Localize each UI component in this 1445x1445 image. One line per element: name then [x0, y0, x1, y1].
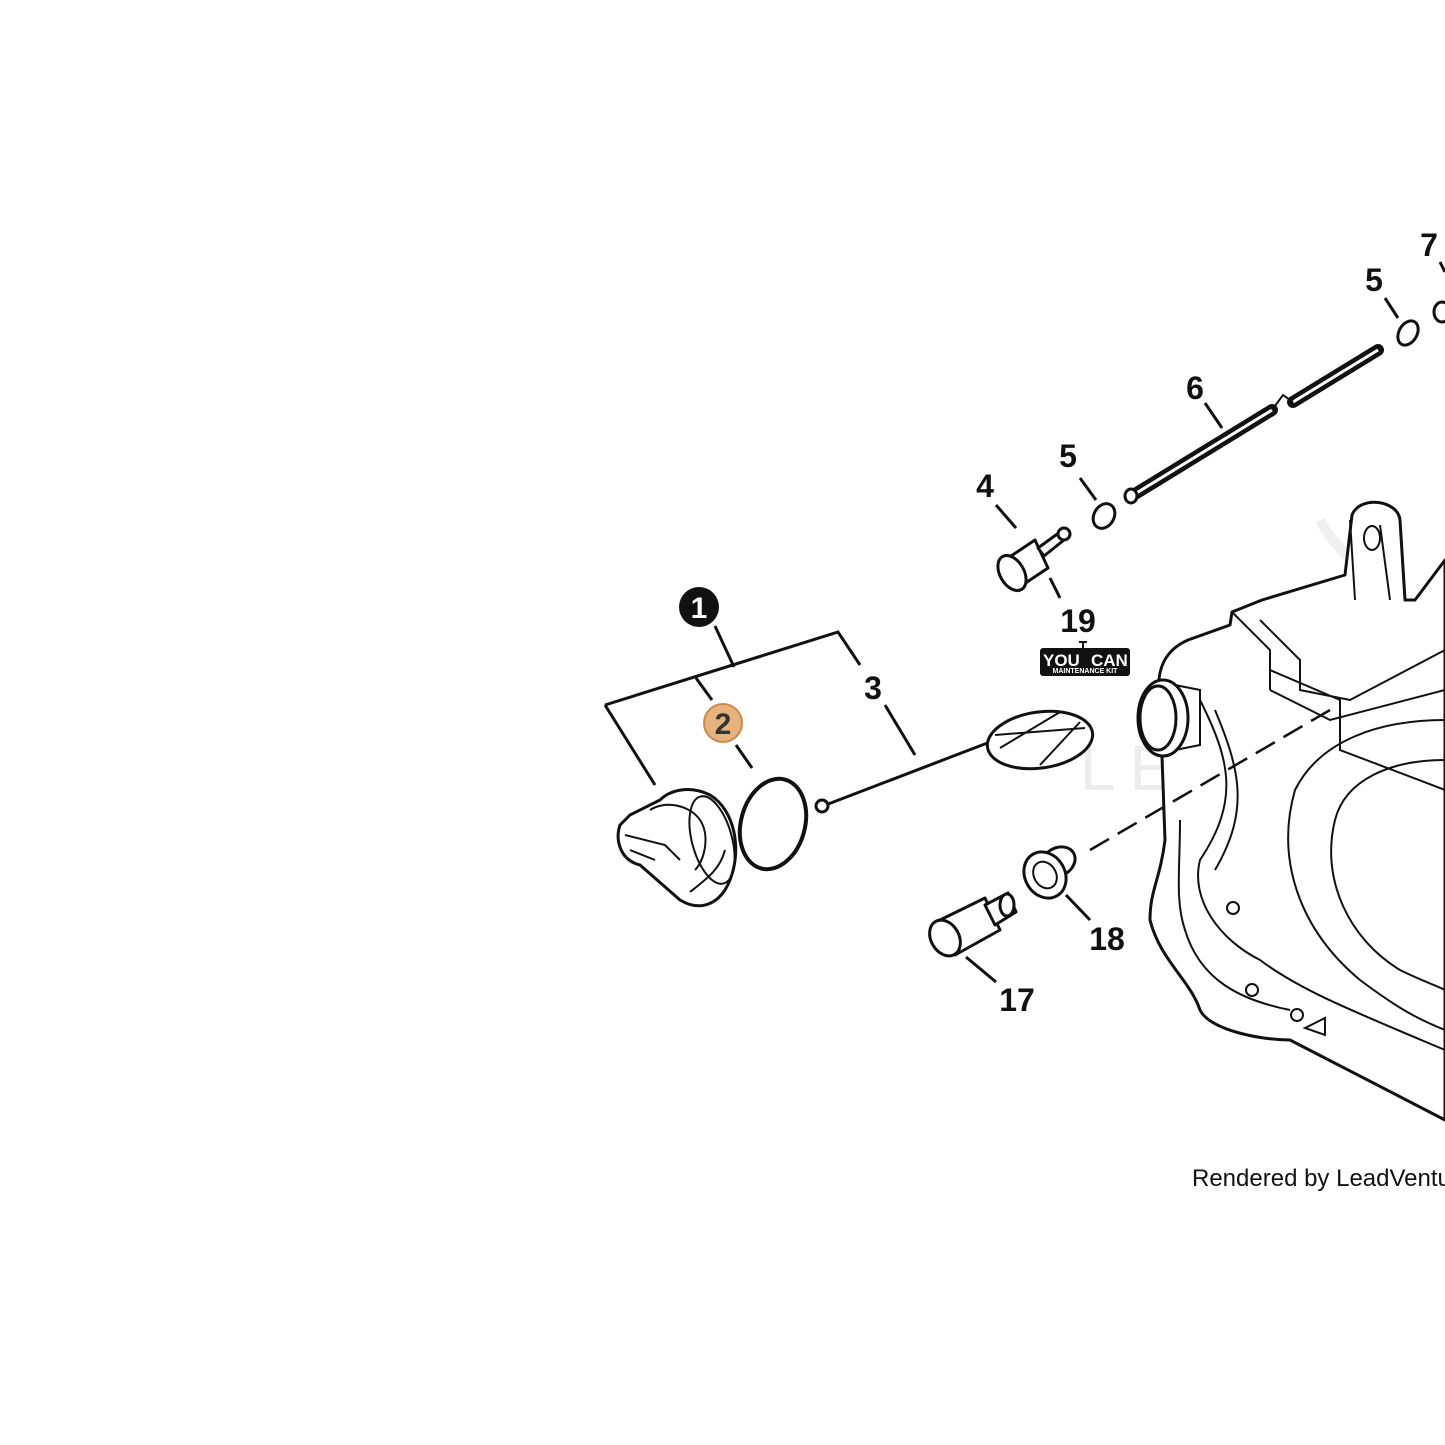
kit-badge-can: CAN: [1091, 651, 1128, 670]
dipstick-cap[interactable]: [616, 788, 743, 908]
render-credit: Rendered by LeadVenture: [1192, 1165, 1445, 1192]
callout-2: 2: [715, 708, 732, 741]
assembly-axis-line: [1089, 708, 1331, 852]
clip-part-5a[interactable]: [1089, 500, 1119, 533]
crankcase-cover[interactable]: [1136, 500, 1445, 1122]
callout-1-badge[interactable]: 1: [679, 587, 719, 627]
callout-17[interactable]: 17: [999, 982, 1035, 1018]
dipstick-gauge[interactable]: [814, 705, 1096, 814]
part-7[interactable]: [1432, 300, 1445, 324]
callout-3[interactable]: 3: [864, 670, 882, 706]
filter-part-4[interactable]: [992, 526, 1072, 595]
grommet-part-18[interactable]: [1016, 841, 1081, 906]
callout-5b[interactable]: 5: [1365, 262, 1383, 298]
callout-6[interactable]: 6: [1186, 370, 1204, 406]
callout-2-badge[interactable]: 2: [703, 703, 743, 743]
wrench-icon: [1079, 641, 1087, 665]
callout-4[interactable]: 4: [976, 468, 994, 504]
rod-part-6[interactable]: [1123, 344, 1384, 505]
clip-part-5b[interactable]: [1394, 317, 1423, 349]
callout-1: 1: [691, 592, 708, 625]
callout-5a[interactable]: 5: [1059, 438, 1077, 474]
group-bracket: [603, 625, 862, 786]
plug-part-17[interactable]: [923, 891, 1018, 961]
o-ring[interactable]: [730, 771, 816, 876]
leader-lines: [734, 261, 1445, 984]
callout-7[interactable]: 7: [1420, 227, 1438, 263]
callout-18[interactable]: 18: [1089, 921, 1125, 957]
callout-19[interactable]: 19: [1060, 603, 1096, 639]
kit-badge-subtitle: MAINTENANCE KIT: [1053, 668, 1119, 675]
maintenance-kit-badge: YOU CAN MAINTENANCE KIT: [1040, 641, 1130, 676]
kit-badge-you: YOU: [1043, 651, 1080, 670]
